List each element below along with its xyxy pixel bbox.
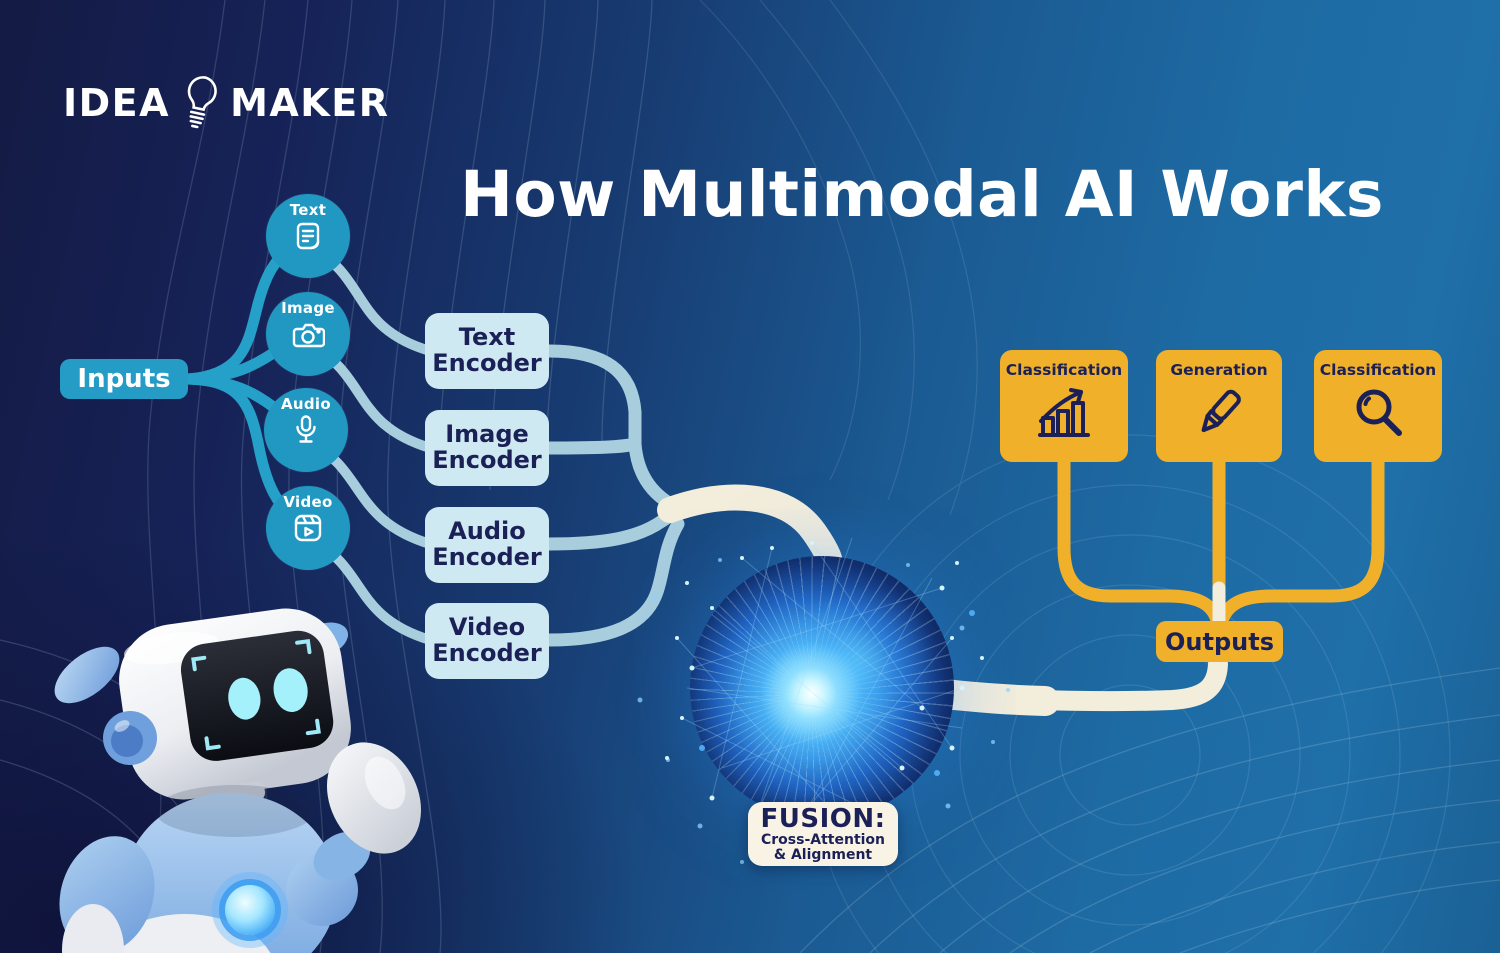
fusion-subtitle-line1: Cross-Attention: [760, 831, 886, 848]
fusion-subtitle-line2: & Alignment: [773, 846, 873, 863]
brand-logo: IDEA MAKER: [63, 72, 389, 134]
input-node-text: Text: [266, 194, 350, 278]
encoder-box-video: Video Encoder: [425, 603, 549, 679]
brand-word-idea: IDEA: [63, 81, 171, 125]
inputs-label: Inputs: [60, 359, 188, 399]
input-node-label: Audio: [281, 395, 331, 413]
document-icon: [296, 222, 320, 250]
outputs-label: Outputs: [1156, 621, 1283, 662]
pen-icon: [1201, 389, 1241, 433]
camera-icon: [292, 323, 325, 348]
page-title: How Multimodal AI Works: [460, 158, 1384, 231]
video-icon: [294, 514, 322, 542]
inputs-branches: [182, 236, 306, 528]
lightbulb-icon: [187, 76, 217, 129]
output-box-label: Classification: [1005, 361, 1123, 379]
input-node-label: Text: [289, 201, 327, 219]
output-box-classification-1: Classification: [1000, 350, 1128, 462]
input-node-label: Image: [281, 299, 335, 317]
magnifier-icon: [1356, 389, 1402, 436]
robot-mascot: [54, 608, 422, 953]
encoder-box-audio: Audio Encoder: [425, 507, 549, 583]
encoder-merge-lines: [542, 344, 687, 647]
microphone-icon: [296, 415, 316, 443]
input-node-image: Image: [266, 292, 350, 376]
robot-head: [119, 608, 351, 800]
output-box-label: Classification: [1319, 361, 1437, 379]
fusion-title: FUSION:: [760, 803, 886, 834]
encoder-box-image: Image Encoder: [425, 410, 549, 486]
bar-chart-icon: [1038, 388, 1090, 437]
output-box-label: Generation: [1170, 361, 1268, 379]
input-node-video: Video: [266, 486, 350, 570]
fusion-label: FUSION: Cross-Attention & Alignment: [748, 802, 898, 866]
output-box-classification-2: Classification: [1314, 350, 1442, 462]
input-node-audio: Audio: [264, 388, 348, 472]
robot-eye-left: [228, 677, 261, 720]
brand-word-maker: MAKER: [230, 81, 390, 125]
output-box-generation: Generation: [1156, 350, 1282, 462]
robot-eye-right: [273, 668, 308, 713]
encoder-box-text: Text Encoder: [425, 313, 549, 389]
input-node-label: Video: [283, 493, 333, 511]
fusion-output-ribbon: [925, 654, 1228, 712]
robot-torso: [123, 793, 337, 953]
robot-chest-light: [225, 885, 275, 935]
robot-left-antenna: [54, 646, 120, 704]
fusion-sphere: [665, 537, 984, 851]
